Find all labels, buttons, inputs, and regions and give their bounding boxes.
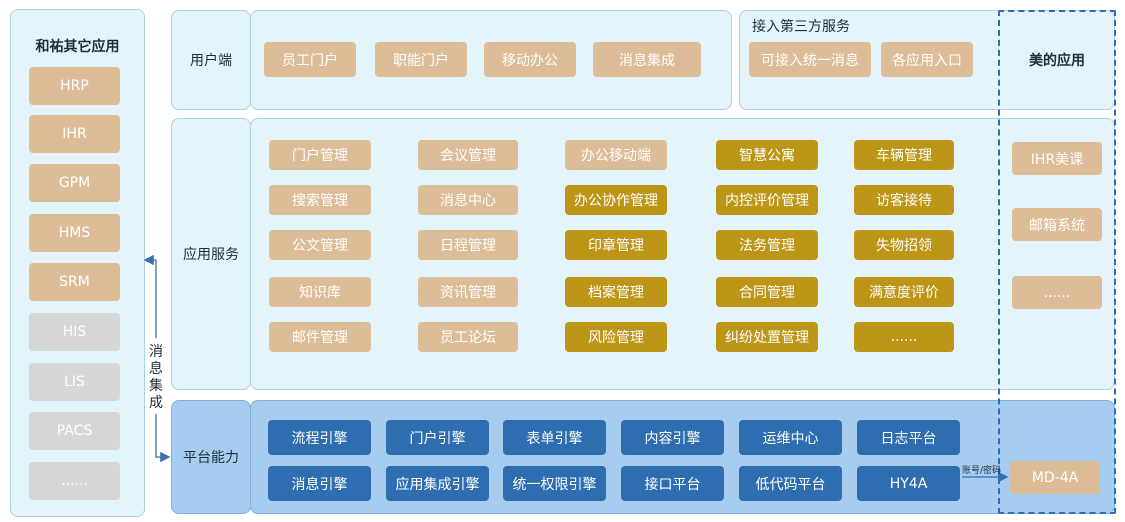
low-code-platform[interactable]: 低代码平台 (739, 466, 842, 501)
app-gpm[interactable]: GPM (29, 164, 120, 202)
midea-more-button[interactable]: ...... (1012, 276, 1102, 309)
app-service-item[interactable]: 满意度评价 (854, 277, 954, 307)
app-service-item[interactable]: 失物招领 (854, 230, 954, 260)
app-service-item[interactable]: 纠纷处置管理 (716, 322, 818, 352)
mail-system-button[interactable]: 邮箱系统 (1012, 208, 1102, 241)
app-service-item[interactable]: 内控评价管理 (716, 185, 818, 215)
unified-permission-engine[interactable]: 统一权限引擎 (503, 466, 606, 501)
app-service-item[interactable]: 车辆管理 (854, 140, 954, 170)
hy4a[interactable]: HY4A (857, 466, 960, 501)
account-password-label: 账号/密码 (962, 466, 1002, 476)
app-service-item[interactable]: 门户管理 (269, 140, 371, 170)
app-service-panel (250, 118, 1115, 390)
md4a-button[interactable]: MD-4A (1010, 461, 1100, 494)
app-service-item[interactable]: 知识库 (269, 277, 371, 307)
workflow-engine[interactable]: 流程引擎 (268, 420, 371, 455)
app-pacs[interactable]: PACS (29, 412, 120, 450)
app-service-item[interactable]: 智慧公寓 (716, 140, 818, 170)
app-integration-engine[interactable]: 应用集成引擎 (386, 466, 489, 501)
account-password-arrow (962, 471, 1009, 483)
app-his[interactable]: HIS (29, 313, 120, 351)
app-service-item[interactable]: 合同管理 (716, 277, 818, 307)
portal-engine[interactable]: 门户引擎 (386, 420, 489, 455)
app-service-item[interactable]: 风险管理 (565, 322, 667, 352)
app-service-item[interactable]: 法务管理 (716, 230, 818, 260)
content-engine[interactable]: 内容引擎 (621, 420, 724, 455)
interface-platform[interactable]: 接口平台 (621, 466, 724, 501)
midea-title: 美的应用 (1029, 53, 1085, 69)
app-ihr[interactable]: IHR (29, 115, 120, 153)
other-apps-title: 和祐其它应用 (35, 39, 120, 55)
app-service-item[interactable]: 搜索管理 (269, 185, 371, 215)
log-platform[interactable]: 日志平台 (857, 420, 960, 455)
app-service-item[interactable]: 办公协作管理 (565, 185, 667, 215)
app-service-item[interactable]: 访客接待 (854, 185, 954, 215)
app-service-item[interactable]: 日程管理 (418, 230, 518, 260)
app-service-label: 应用服务 (171, 118, 251, 390)
ops-center[interactable]: 运维中心 (739, 420, 842, 455)
app-service-item[interactable]: 印章管理 (565, 230, 667, 260)
staff-portal-button[interactable]: 员工门户 (264, 42, 356, 77)
function-portal-button[interactable]: 职能门户 (375, 42, 467, 77)
app-hms[interactable]: HMS (29, 214, 120, 252)
app-more[interactable]: ...... (29, 462, 120, 500)
platform-label: 平台能力 (171, 400, 251, 514)
app-service-item[interactable]: ...... (854, 322, 954, 352)
message-integration-connector (143, 254, 171, 463)
app-lis[interactable]: LIS (29, 363, 120, 401)
message-engine[interactable]: 消息引擎 (268, 466, 371, 501)
mobile-office-button[interactable]: 移动办公 (484, 42, 576, 77)
app-service-item[interactable]: 办公移动端 (565, 140, 667, 170)
message-integration-button[interactable]: 消息集成 (593, 42, 701, 77)
app-hrp[interactable]: HRP (29, 67, 120, 105)
ihr-course-button[interactable]: IHR美课 (1012, 142, 1102, 175)
app-service-item[interactable]: 会议管理 (418, 140, 518, 170)
app-service-item[interactable]: 资讯管理 (418, 277, 518, 307)
user-end-label: 用户端 (171, 10, 251, 110)
unified-message-button[interactable]: 可接入统一消息 (749, 42, 871, 77)
form-engine[interactable]: 表单引擎 (503, 420, 606, 455)
app-entry-button[interactable]: 各应用入口 (881, 42, 973, 77)
message-integration-label: 消 息 集 成 (146, 342, 166, 414)
app-service-item[interactable]: 员工论坛 (418, 322, 518, 352)
app-srm[interactable]: SRM (29, 263, 120, 301)
third-party-title: 接入第三方服务 (752, 19, 850, 35)
midea-column (998, 10, 1116, 514)
app-service-item[interactable]: 邮件管理 (269, 322, 371, 352)
app-service-item[interactable]: 档案管理 (565, 277, 667, 307)
app-service-item[interactable]: 公文管理 (269, 230, 371, 260)
app-service-item[interactable]: 消息中心 (418, 185, 518, 215)
